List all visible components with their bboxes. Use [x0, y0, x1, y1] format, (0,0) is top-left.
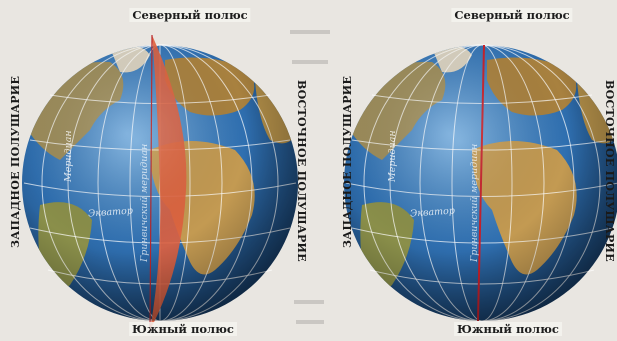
background-text: [290, 30, 330, 324]
right-south-pole-label: Южный полюс: [454, 322, 562, 336]
left-west-hemisphere-label: ЗАПАДНОЕ ПОЛУШАРИЕ: [9, 75, 22, 248]
left-greenwich-label: Гринвичский меридиан: [139, 143, 150, 262]
left-south-pole-label: Южный полюс: [129, 322, 237, 336]
right-meridian-label: Меридиан: [387, 130, 398, 182]
right-west-hemisphere-label: ЗАПАДНОЕ ПОЛУШАРИЕ: [341, 75, 354, 248]
left-globe: [22, 34, 298, 331]
left-north-pole-label: Северный полюс: [129, 8, 251, 22]
right-greenwich-label: Гринвичский меридиан: [469, 143, 480, 262]
right-globe: [344, 44, 617, 322]
left-east-hemisphere-label: ВОСТОЧНОЕ ПОЛУШАРИЕ: [295, 80, 308, 262]
right-north-pole-label: Северный полюс: [451, 8, 573, 22]
left-meridian-label: Меридиан: [63, 130, 74, 182]
right-east-hemisphere-label: ВОСТОЧНОЕ ПОЛУШАРИЕ: [603, 80, 616, 262]
